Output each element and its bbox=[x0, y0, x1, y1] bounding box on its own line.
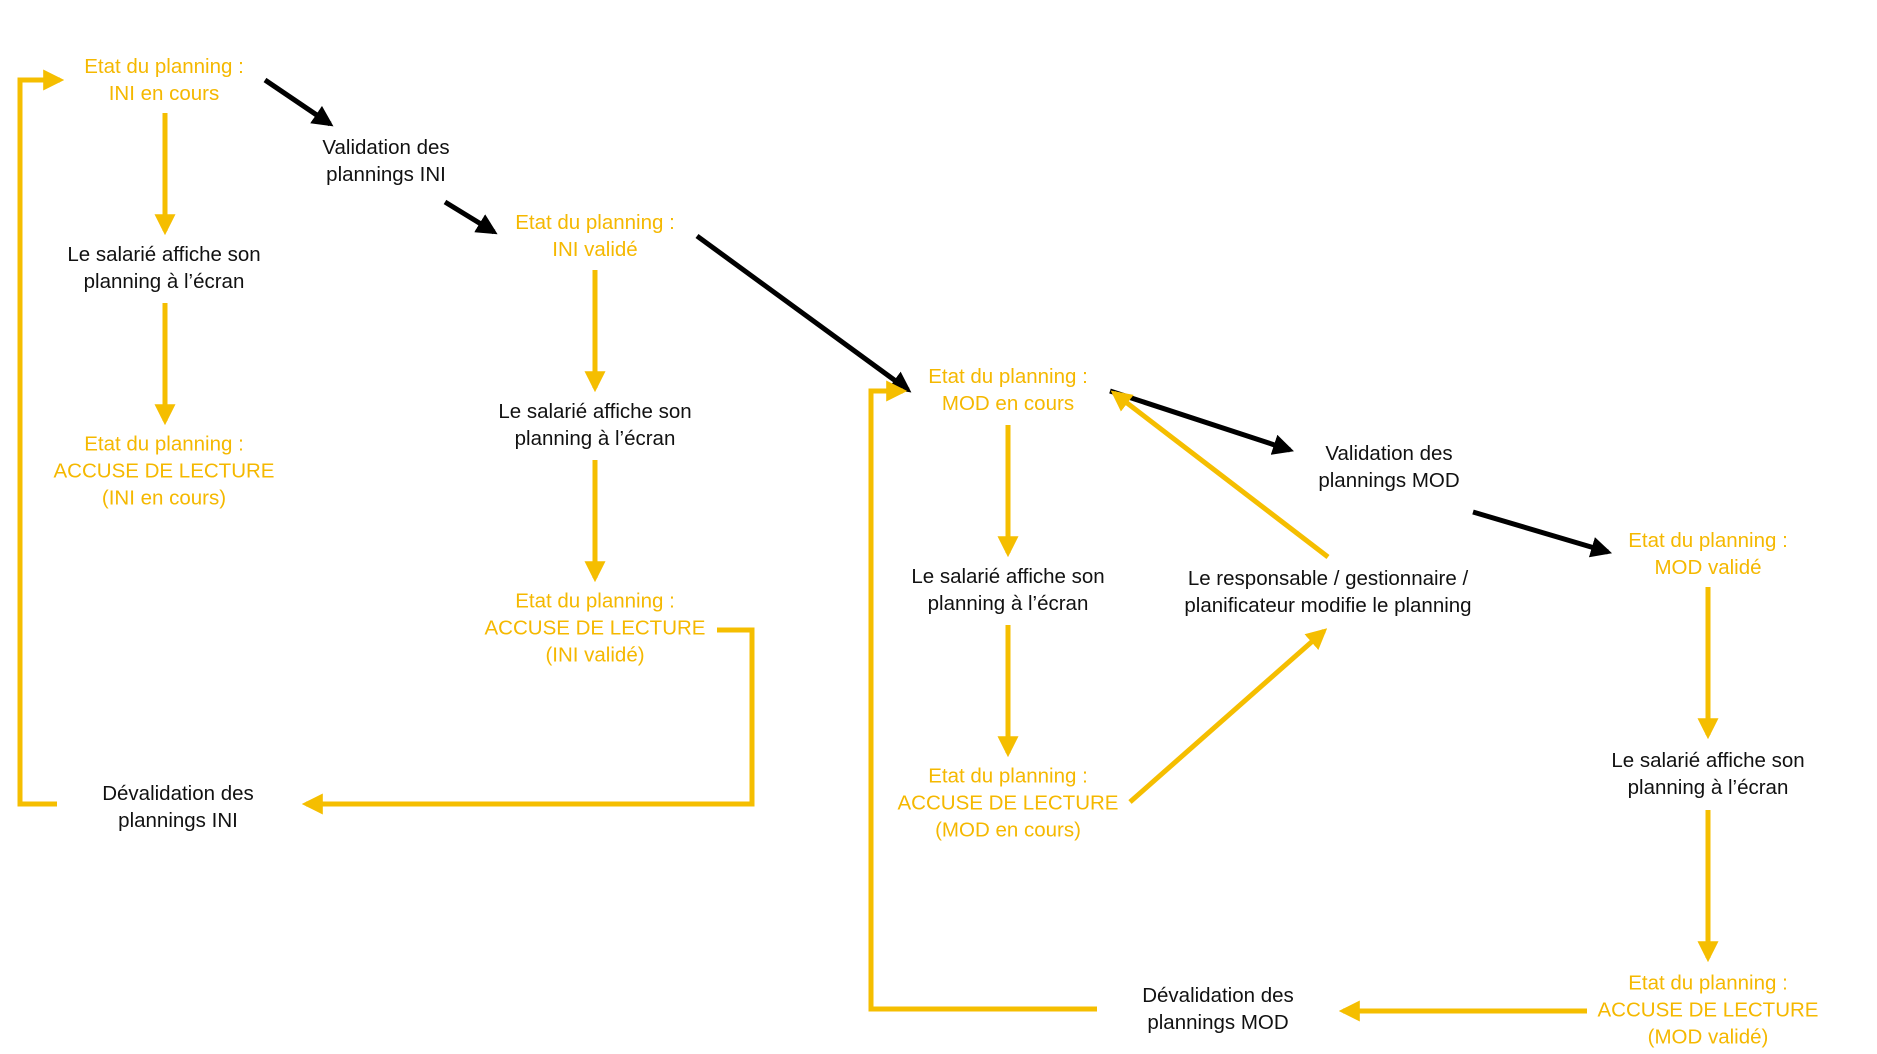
node-accuse-ini-valide-line: Etat du planning : bbox=[515, 589, 675, 613]
node-affiche-ini-en-cours-line: planning à l’écran bbox=[83, 270, 245, 293]
edge-devalidation-ini-to-ini-en-cours bbox=[17, 69, 65, 807]
node-accuse-ini-en-cours-line: ACCUSE DE LECTURE bbox=[53, 459, 275, 483]
node-affiche-ini-en-cours: Le salarié affiche son planning à l’écra… bbox=[67, 241, 260, 295]
node-validation-ini-line: plannings INI bbox=[326, 163, 446, 186]
node-devalidation-ini: Dévalidation des plannings INI bbox=[102, 780, 254, 834]
node-responsable-modifie-line: Le responsable / gestionnaire / bbox=[1187, 567, 1469, 590]
node-validation-ini: Validation des plannings INI bbox=[322, 134, 449, 188]
node-accuse-mod-en-cours-line: ACCUSE DE LECTURE bbox=[897, 791, 1119, 815]
node-mod-en-cours-line: Etat du planning : bbox=[928, 365, 1088, 388]
node-affiche-mod-en-cours-line: Le salarié affiche son bbox=[911, 565, 1105, 588]
node-accuse-ini-valide: Etat du planning : ACCUSE DE LECTURE (IN… bbox=[485, 588, 706, 669]
edge-responsable-to-mod-en-cours bbox=[1110, 390, 1330, 559]
node-validation-mod-line: Validation des bbox=[1325, 442, 1453, 465]
node-devalidation-mod-line: Dévalidation des bbox=[1142, 984, 1294, 1007]
node-accuse-mod-en-cours-line: (MOD en cours) bbox=[935, 818, 1081, 842]
node-devalidation-mod-line: plannings MOD bbox=[1147, 1011, 1289, 1034]
node-ini-en-cours-line: Etat du planning : bbox=[84, 55, 244, 78]
node-validation-ini-line: Validation des bbox=[322, 136, 450, 159]
node-affiche-mod-valide-line: Le salarié affiche son bbox=[1611, 749, 1805, 772]
node-responsable-modifie-line: planificateur modifie le planning bbox=[1184, 594, 1472, 617]
edge-ini-valide-to-mod-en-cours bbox=[695, 233, 912, 393]
edge-devalidation-mod-to-mod-en-cours bbox=[868, 380, 1097, 1012]
edge-accuse-ini-valide-to-devalidation-ini bbox=[301, 627, 755, 815]
node-affiche-mod-en-cours-line: planning à l’écran bbox=[927, 592, 1089, 615]
node-responsable-modifie: Le responsable / gestionnaire / planific… bbox=[1184, 565, 1471, 619]
node-ini-en-cours-line: INI en cours bbox=[108, 82, 220, 105]
edge-validation-mod-to-mod-valide bbox=[1472, 509, 1613, 558]
node-mod-en-cours-line: MOD en cours bbox=[941, 392, 1075, 415]
node-mod-valide: Etat du planning : MOD validé bbox=[1628, 527, 1788, 581]
edge-validation-ini-to-ini-valide bbox=[443, 199, 498, 235]
node-accuse-mod-valide: Etat du planning : ACCUSE DE LECTURE (MO… bbox=[1598, 970, 1819, 1051]
node-mod-valide-line: MOD validé bbox=[1654, 556, 1762, 579]
edge-ini-en-cours-to-validation-ini bbox=[263, 77, 334, 127]
node-accuse-mod-valide-line: (MOD validé) bbox=[1647, 1025, 1769, 1049]
node-affiche-ini-en-cours-line: Le salarié affiche son bbox=[67, 243, 261, 266]
node-ini-valide: Etat du planning : INI validé bbox=[515, 209, 675, 263]
node-ini-valide-line: INI validé bbox=[552, 238, 638, 261]
node-affiche-mod-en-cours: Le salarié affiche son planning à l’écra… bbox=[911, 563, 1104, 617]
node-affiche-ini-valide: Le salarié affiche son planning à l’écra… bbox=[498, 398, 691, 452]
node-devalidation-mod: Dévalidation des plannings MOD bbox=[1142, 982, 1294, 1036]
node-affiche-ini-valide-line: Le salarié affiche son bbox=[498, 400, 692, 423]
node-devalidation-ini-line: Dévalidation des bbox=[102, 782, 254, 805]
node-accuse-ini-valide-line: (INI validé) bbox=[545, 643, 645, 667]
node-affiche-mod-valide-line: planning à l’écran bbox=[1627, 776, 1789, 799]
node-accuse-ini-en-cours-line: Etat du planning : bbox=[84, 432, 244, 456]
edge-accuse-mod-en-cours-to-responsable bbox=[1128, 628, 1328, 804]
node-accuse-ini-en-cours: Etat du planning : ACCUSE DE LECTURE (IN… bbox=[54, 431, 275, 512]
node-accuse-ini-valide-line: ACCUSE DE LECTURE bbox=[484, 616, 706, 640]
node-accuse-mod-en-cours-line: Etat du planning : bbox=[928, 764, 1088, 788]
node-affiche-ini-valide-line: planning à l’écran bbox=[514, 427, 676, 450]
node-accuse-mod-valide-line: ACCUSE DE LECTURE bbox=[1597, 998, 1819, 1022]
node-affiche-mod-valide: Le salarié affiche son planning à l’écra… bbox=[1611, 747, 1804, 801]
node-ini-en-cours: Etat du planning : INI en cours bbox=[84, 53, 244, 107]
node-accuse-mod-valide-line: Etat du planning : bbox=[1628, 971, 1788, 995]
node-mod-valide-line: Etat du planning : bbox=[1628, 529, 1788, 552]
node-ini-valide-line: Etat du planning : bbox=[515, 211, 675, 234]
node-validation-mod-line: plannings MOD bbox=[1318, 469, 1460, 492]
node-devalidation-ini-line: plannings INI bbox=[118, 809, 238, 832]
node-accuse-mod-en-cours: Etat du planning : ACCUSE DE LECTURE (MO… bbox=[898, 763, 1119, 844]
edge-mod-en-cours-to-validation-mod bbox=[1109, 388, 1294, 455]
node-validation-mod: Validation des plannings MOD bbox=[1318, 440, 1459, 494]
node-accuse-ini-en-cours-line: (INI en cours) bbox=[101, 486, 227, 510]
node-mod-en-cours: Etat du planning : MOD en cours bbox=[928, 363, 1088, 417]
